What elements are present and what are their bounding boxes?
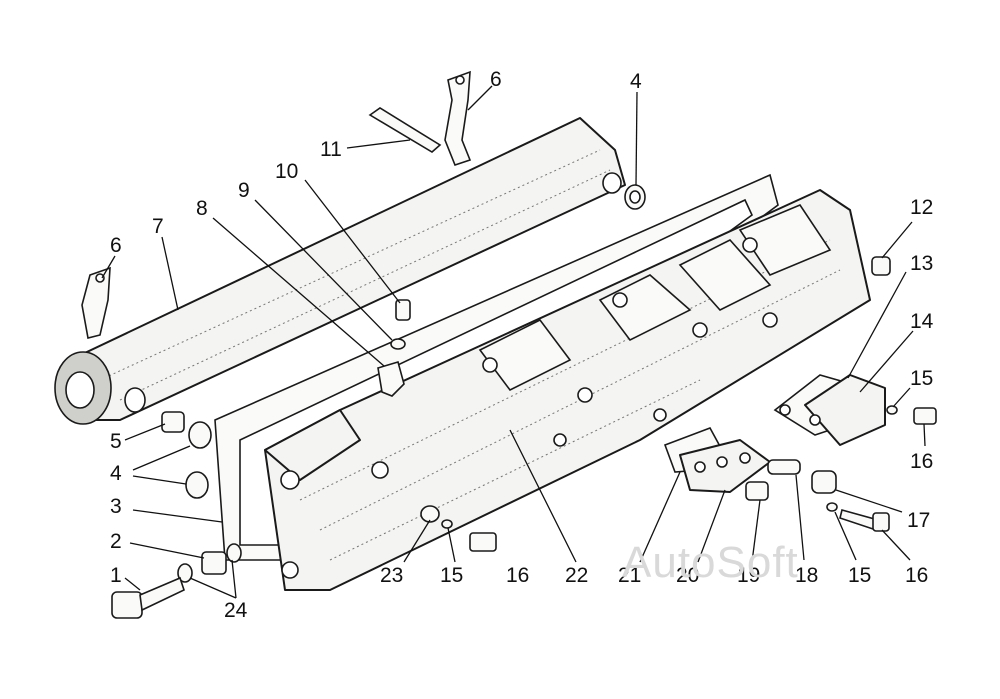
callout-9: 9 (238, 179, 250, 202)
spacer-2 (201, 551, 227, 575)
washer-15c (826, 502, 838, 512)
bolt-10 (395, 299, 411, 321)
washer-15b (441, 519, 453, 529)
washer-24b (177, 563, 193, 583)
washer-15a (886, 405, 898, 415)
spacer-5 (161, 411, 185, 433)
callout-23: 23 (380, 564, 403, 587)
callout-12: 12 (910, 196, 933, 219)
callout-16-bottom: 16 (506, 564, 529, 587)
callout-16-bottom-right: 16 (905, 564, 928, 587)
callout-2: 2 (110, 530, 122, 553)
callout-22: 22 (565, 564, 588, 587)
callout-8: 8 (196, 197, 208, 220)
flange-20 (679, 439, 771, 493)
callout-labels: 6 4 11 10 9 8 7 6 12 13 14 15 16 5 4 3 2… (110, 68, 934, 622)
callout-18: 18 (795, 564, 818, 587)
plug-19 (745, 481, 769, 501)
callout-3: 3 (110, 495, 122, 518)
callout-14: 14 (910, 310, 934, 333)
callout-16-right: 16 (910, 450, 933, 473)
seal-ring-top-hole (629, 190, 641, 204)
callout-15-bottom: 15 (440, 564, 463, 587)
bolt-16c (839, 509, 890, 532)
watermark: AutoSoft (622, 538, 799, 587)
bolt-1 (111, 576, 185, 619)
bolt-16a (913, 407, 937, 425)
callout-4-top: 4 (630, 70, 642, 93)
bolt-16b (469, 532, 497, 552)
callout-15-bottom-right: 15 (848, 564, 871, 587)
callout-24: 24 (224, 599, 248, 622)
cap-17 (811, 470, 837, 494)
washer-9 (390, 338, 406, 350)
stud (368, 107, 442, 153)
callout-1: 1 (110, 564, 122, 587)
callout-10: 10 (275, 160, 298, 183)
bushing-23 (420, 505, 440, 523)
callout-7: 7 (152, 215, 164, 238)
callout-15-right: 15 (910, 367, 933, 390)
plug-12 (871, 256, 891, 276)
callout-6-top: 6 (490, 68, 502, 91)
seal-ring-4b (185, 471, 209, 499)
callout-6-left: 6 (110, 234, 122, 257)
callout-13: 13 (910, 252, 933, 275)
collector-pipe (54, 117, 626, 425)
bracket-left (81, 266, 111, 339)
callout-19: 19 (737, 564, 760, 587)
fitting-8 (377, 360, 405, 397)
washer-24 (226, 543, 242, 563)
callout-20: 20 (676, 564, 699, 587)
bracket-top (444, 70, 472, 166)
callout-5: 5 (110, 430, 122, 453)
callout-4-left: 4 (110, 462, 122, 485)
seal-ring-4a (188, 421, 212, 449)
exhaust-manifold (264, 189, 871, 591)
callout-17: 17 (907, 509, 930, 532)
cover-14 (804, 374, 886, 446)
nipple-18 (767, 459, 801, 475)
leader-lines (101, 85, 926, 599)
callout-11: 11 (320, 138, 342, 161)
callout-21: 21 (618, 564, 641, 587)
